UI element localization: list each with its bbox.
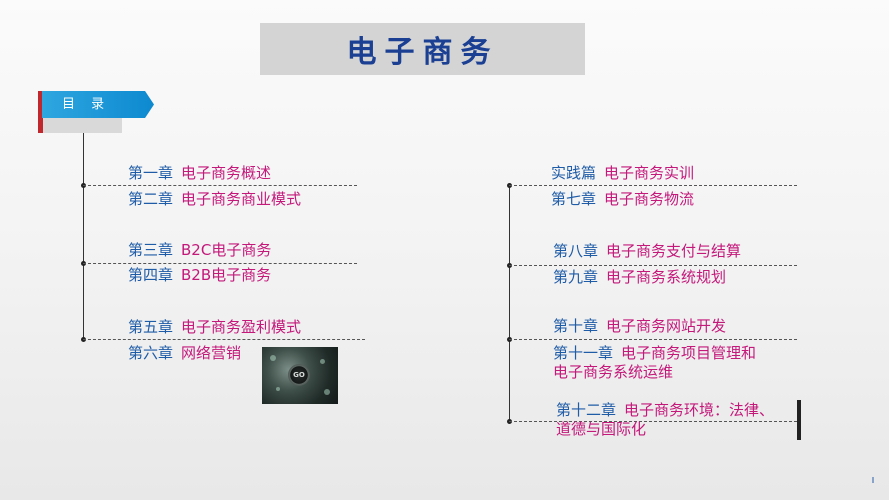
chapter-title: 电子商务商业模式 — [181, 190, 302, 208]
left-tree-line — [83, 133, 84, 340]
chapter-title: 电子商务系统规划 — [606, 268, 727, 286]
toc-tab: 目 录 — [38, 91, 154, 133]
chapter-title: 电子商务环境：法律、 — [624, 401, 775, 419]
chapter-title: 电子商务物流 — [604, 190, 695, 208]
chapter-title: B2C电子商务 — [181, 241, 272, 259]
chapter-number: 实践篇 — [551, 164, 597, 182]
chapter-number: 第八章 — [553, 242, 599, 260]
left-divider-2 — [83, 263, 357, 264]
chapter-7[interactable]: 第七章电子商务物流 — [551, 190, 694, 209]
chapter-title: 网络营销 — [181, 344, 242, 362]
corner-mark — [872, 477, 874, 483]
chapter-practice[interactable]: 实践篇电子商务实训 — [551, 164, 694, 183]
chapter-number: 第一章 — [128, 164, 174, 182]
title-banner: 电子商务 — [260, 23, 585, 75]
chapter-title: 电子商务概述 — [181, 164, 272, 182]
chapter-title-cont: 电子商务系统运维 — [553, 363, 674, 381]
chapter-number: 第二章 — [128, 190, 174, 208]
chapter-4[interactable]: 第四章 B2B电子商务 — [128, 266, 271, 285]
chapter-title: 电子商务盈利模式 — [181, 318, 302, 336]
chapter-number: 第五章 — [128, 318, 174, 336]
chapter-number: 第四章 — [128, 266, 174, 284]
chapter-number: 第六章 — [128, 344, 174, 362]
chapter-number: 第九章 — [553, 268, 599, 286]
bokeh-spot — [324, 389, 330, 395]
chapter-title: 电子商务支付与结算 — [606, 242, 742, 260]
left-divider-3 — [83, 339, 365, 340]
chapter-6[interactable]: 第六章网络营销 — [128, 344, 241, 363]
right-end-bar — [797, 400, 801, 440]
chapter-title-cont: 道德与国际化 — [556, 420, 647, 438]
chapter-12[interactable]: 第十二章电子商务环境：法律、 道德与国际化 — [556, 401, 774, 439]
bokeh-spot — [320, 359, 325, 364]
chapter-9[interactable]: 第九章电子商务系统规划 — [553, 268, 726, 287]
right-divider-1 — [509, 185, 797, 186]
chapter-10[interactable]: 第十章电子商务网站开发 — [553, 317, 726, 336]
chapter-2[interactable]: 第二章电子商务商业模式 — [128, 190, 301, 209]
page-title: 电子商务 — [346, 35, 499, 70]
chapter-1[interactable]: 第一章电子商务概述 — [128, 164, 271, 183]
chapter-title: 电子商务网站开发 — [606, 317, 727, 335]
toc-label: 目 录 — [42, 91, 154, 118]
bokeh-spot — [270, 355, 276, 361]
chapter-5[interactable]: 第五章电子商务盈利模式 — [128, 318, 301, 337]
chapter-number: 第十一章 — [553, 344, 614, 362]
camera-lens-photo: GO — [262, 347, 338, 404]
right-tree-line — [509, 185, 510, 422]
right-divider-2 — [509, 265, 797, 266]
chapter-title: 电子商务实训 — [604, 164, 695, 182]
chapter-number: 第七章 — [551, 190, 597, 208]
bokeh-spot — [276, 387, 280, 391]
right-divider-4 — [509, 421, 797, 422]
chapter-11[interactable]: 第十一章电子商务项目管理和 电子商务系统运维 — [553, 344, 756, 382]
lens-icon: GO — [288, 364, 310, 386]
toc-tab-edge — [38, 91, 43, 133]
chapter-number: 第十二章 — [556, 401, 617, 419]
left-divider-1 — [83, 185, 357, 186]
chapter-title: B2B电子商务 — [181, 266, 272, 284]
chapter-8[interactable]: 第八章电子商务支付与结算 — [553, 242, 741, 261]
chapter-3[interactable]: 第三章 B2C电子商务 — [128, 241, 271, 260]
chapter-number: 第三章 — [128, 241, 174, 259]
chapter-title: 电子商务项目管理和 — [621, 344, 757, 362]
right-divider-3 — [509, 339, 797, 340]
chapter-number: 第十章 — [553, 317, 599, 335]
